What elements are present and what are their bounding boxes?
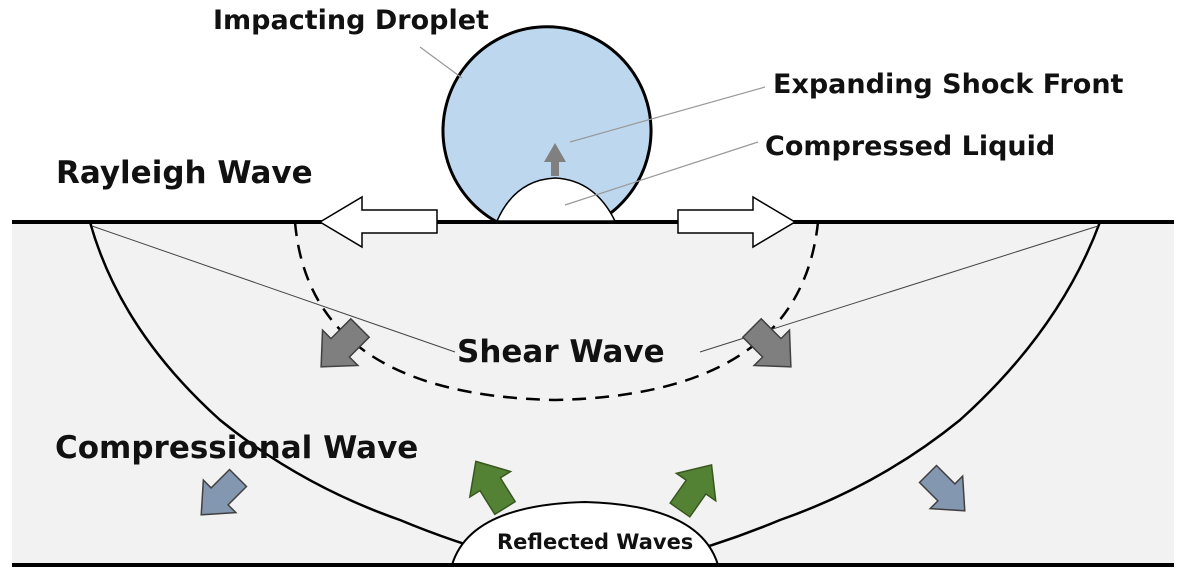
shear-arrow-right: [741, 317, 792, 368]
rayleigh-arrow-left: [318, 195, 438, 249]
reflected-arrow-left: [468, 460, 517, 516]
leader-shear-wave-left: [91, 225, 456, 353]
label-impacting-droplet: Impacting Droplet: [213, 5, 489, 36]
compressional-arrow-left: [200, 468, 248, 516]
leader-expanding-shock-front: [569, 86, 766, 143]
label-shear-wave: Shear Wave: [457, 334, 665, 370]
leader-impacting-droplet: [419, 46, 463, 79]
leader-compressed-liquid: [564, 141, 759, 206]
shear-arrow-left: [320, 317, 371, 368]
label-reflected-waves: Reflected Waves: [497, 530, 693, 554]
label-rayleigh-wave: Rayleigh Wave: [56, 155, 313, 191]
compressional-wave-front-right: [659, 221, 1102, 562]
compressed-liquid-region: [495, 177, 617, 222]
label-expanding-shock-front: Expanding Shock Front: [773, 69, 1124, 100]
shear-wave-front: [293, 221, 820, 402]
droplet: [441, 25, 653, 224]
reflected-arrow-right: [669, 464, 717, 518]
compressional-wave-front: [88, 221, 521, 562]
label-compressional-wave: Compressional Wave: [55, 430, 418, 466]
shock-front-arrow: [544, 143, 566, 176]
rayleigh-arrow-right: [677, 195, 797, 249]
label-compressed-liquid: Compressed Liquid: [765, 131, 1055, 162]
reflected-waves-dome: [450, 500, 720, 566]
compressional-arrow-right: [918, 464, 966, 512]
